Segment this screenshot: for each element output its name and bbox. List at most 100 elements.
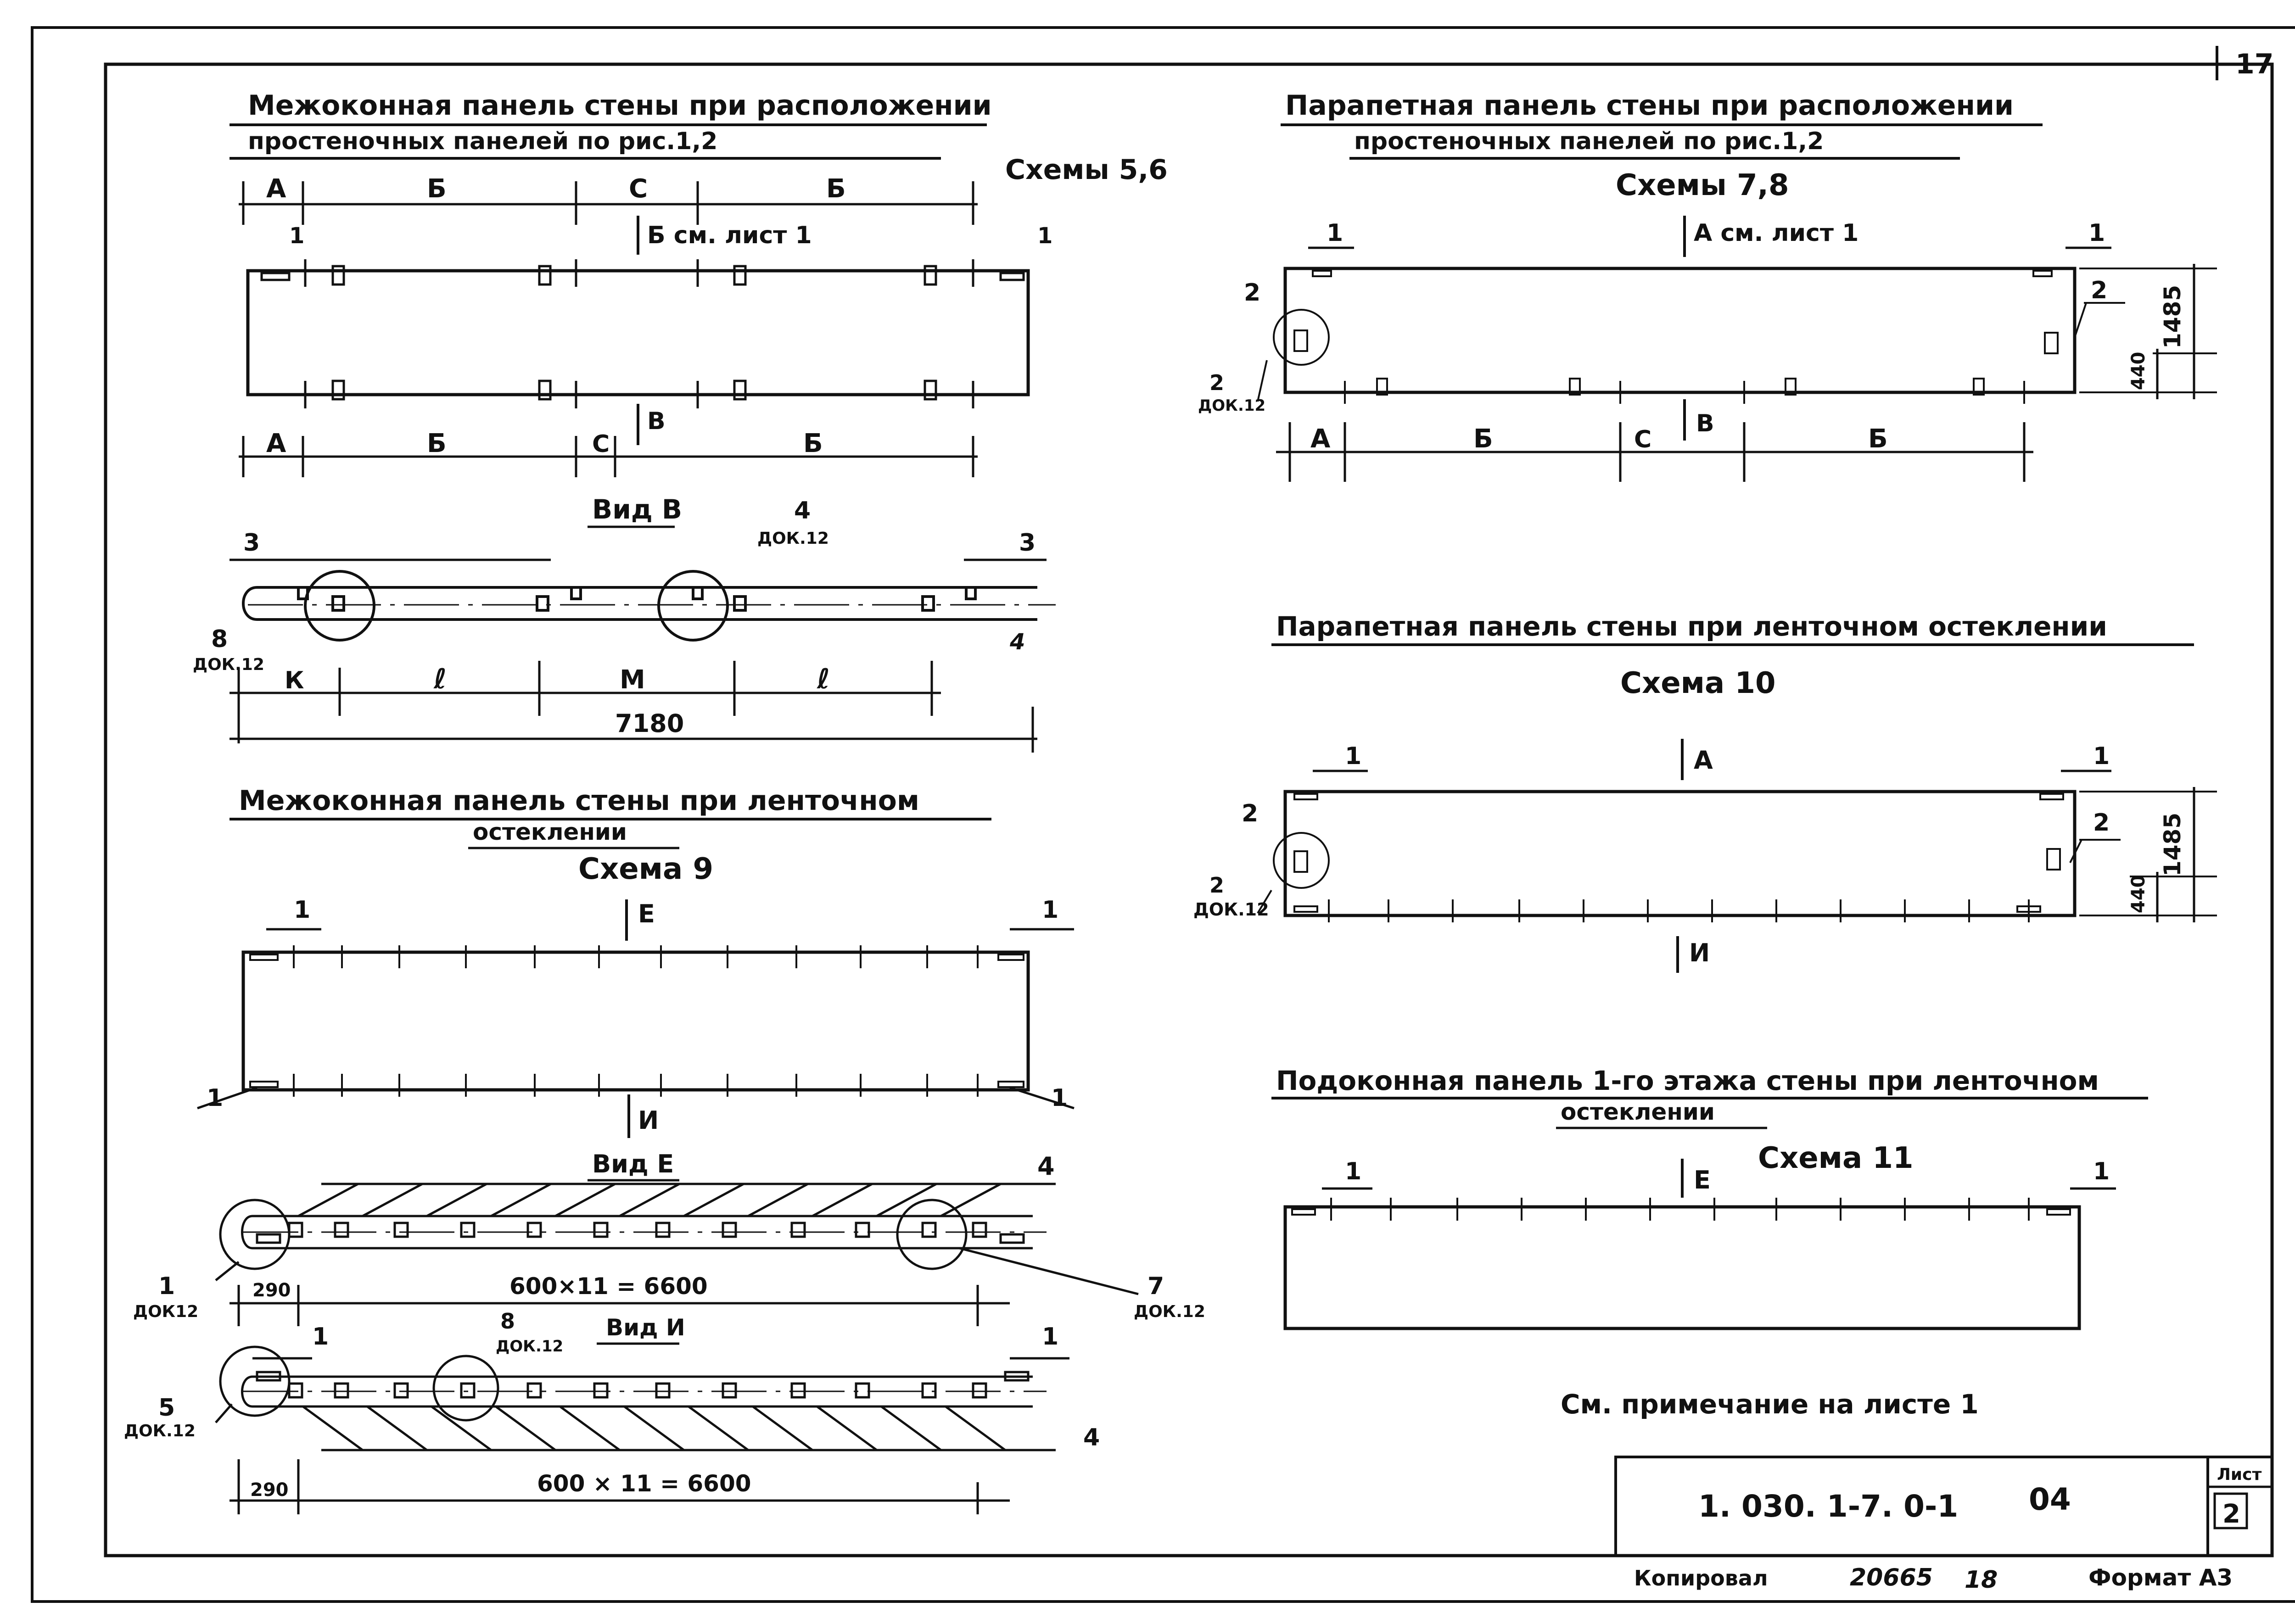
copy-number: 20665 <box>1850 1564 1933 1591</box>
callout-1: 1 <box>294 896 310 924</box>
callout-2: 2 <box>1244 279 1260 307</box>
panel-1-elevation <box>246 269 1030 396</box>
callout-3: 3 <box>1019 529 1036 557</box>
panel-2-embeds <box>249 945 1024 1097</box>
panel-2-elevation <box>241 950 1030 1092</box>
panel-1-header: Межоконная панель стены при расположении… <box>230 89 1168 186</box>
callout-5: 5 <box>158 1394 175 1422</box>
callout-1: 1 <box>207 1084 223 1112</box>
panel-4-elevation <box>1283 790 2077 917</box>
view-e-outline <box>215 1183 1139 1295</box>
panel-3-dims: А Б С Б <box>1276 422 2033 482</box>
panel-4-title: Парапетная панель стены при ленточном ос… <box>1276 611 2107 642</box>
callout-7: 7 <box>1148 1272 1164 1300</box>
panel-2-view-top: Е <box>638 899 655 928</box>
ref-doc12: ДОК.12 <box>1134 1302 1205 1321</box>
panel-4-height-dims: 1485 440 <box>2079 787 2217 922</box>
panel-3-embeds <box>1257 270 2125 404</box>
panel-4-scheme: Схема 10 <box>1620 666 1776 700</box>
panel-1-embeds <box>260 259 1025 408</box>
callout-1: 1 <box>2088 219 2105 247</box>
callout-4: 4 <box>794 497 811 525</box>
dim-height-2: 440 <box>2128 352 2149 391</box>
dim-b: Б <box>427 174 447 204</box>
panel-2-title-1: Межоконная панель стены при ленточном <box>239 785 919 817</box>
callout-8: 8 <box>211 625 228 653</box>
page-number: 17 <box>2235 48 2274 80</box>
ref-doc12: ДОК.12 <box>193 655 264 674</box>
dim-height: 1485 <box>2159 285 2186 349</box>
panel-5-header: Подоконная панель 1-го этажа стены при л… <box>1271 1065 2148 1175</box>
dim-offset: 290 <box>250 1479 289 1501</box>
panel-4-view-top: А <box>1694 746 1713 775</box>
callout-1: 1 <box>158 1272 175 1300</box>
callout-2: 2 <box>2093 809 2110 837</box>
dim-c: С <box>592 430 610 458</box>
dim-a: А <box>266 429 286 458</box>
callout-1: 1 <box>312 1323 329 1351</box>
ref-doc12: ДОК.12 <box>757 529 829 548</box>
panel-3-scheme: Схемы 7,8 <box>1616 168 1789 202</box>
ref-doc12: ДОК12 <box>133 1302 198 1321</box>
panel-5-embeds <box>1291 1198 2071 1221</box>
callout-2: 2 <box>1242 800 1258 827</box>
dim-b: Б <box>1868 424 1888 454</box>
callout-1: 1 <box>1037 223 1052 249</box>
callout-2: 2 <box>1209 370 1224 395</box>
panel-3-header: Парапетная панель стены при расположении… <box>1281 89 2043 202</box>
callout-1: 1 <box>1042 896 1058 924</box>
panel-1-scheme: Схемы 5,6 <box>1005 154 1168 186</box>
callout-1: 1 <box>1051 1084 1068 1112</box>
view-b-dims: К ℓ М ℓ 7180 <box>230 661 1037 753</box>
panel-3-view-bottom: В <box>1696 410 1714 437</box>
callout-2: 2 <box>2091 277 2107 304</box>
callout-1: 1 <box>1327 219 1343 247</box>
panel-3-elevation <box>1283 267 2077 394</box>
callout-1: 1 <box>1345 742 1361 770</box>
ref-doc12: ДОК.12 <box>1198 396 1265 415</box>
panel-2-scheme: Схема 9 <box>578 852 713 886</box>
callout-4: 4 <box>1083 1424 1100 1451</box>
view-i-outline <box>215 1345 1069 1451</box>
panel-4-view-bottom: И <box>1689 938 1710 967</box>
dim-k: К <box>285 667 304 694</box>
panel-1-view-top: Б см. лист 1 <box>647 222 812 249</box>
dim-m: М <box>620 665 645 695</box>
panel-2-title-2: остеклении <box>473 819 627 845</box>
view-b-outline <box>242 570 1056 642</box>
outer-frame <box>31 26 2295 1603</box>
note-text: См. примечание на листе 1 <box>1561 1389 1979 1420</box>
dim-span: 600×11 = 6600 <box>509 1273 708 1300</box>
title-block: 1. 030. 1-7. 0-1 04 Лист 2 <box>1614 1456 2273 1557</box>
callout-1: 1 <box>1345 1158 1361 1185</box>
callout-4: 4 <box>1037 1152 1055 1181</box>
panel-1-dim-bottom: А Б С Б <box>239 429 978 477</box>
panel-3-title-1: Парапетная панель стены при расположении <box>1285 89 2014 122</box>
ref-doc12: ДОК.12 <box>1193 899 1269 920</box>
view-i-title: Вид И <box>606 1314 685 1341</box>
dim-a: А <box>1310 424 1331 454</box>
dim-c: С <box>1634 426 1651 453</box>
panel-3-title-2: простеночных панелей по рис.1,2 <box>1354 128 1824 155</box>
callout-2: 2 <box>1209 873 1224 898</box>
callout-1: 1 <box>1042 1323 1058 1351</box>
dim-b: Б <box>803 429 823 458</box>
dim-span: 600 × 11 = 6600 <box>537 1470 751 1497</box>
view-i-dims: 290 600 × 11 = 6600 <box>230 1459 1010 1514</box>
panel-4-embeds <box>1257 793 2121 922</box>
inner-frame <box>104 62 2274 1557</box>
panel-1-dim-top: А Б С Б <box>239 174 978 225</box>
dim-b: Б <box>826 174 846 204</box>
view-e-dims: 290 600×11 = 6600 <box>230 1273 1010 1326</box>
panel-5-title-2: остеклении <box>1561 1099 1715 1125</box>
dim-offset: 290 <box>252 1280 291 1301</box>
ref-doc12: ДОК.12 <box>496 1337 563 1356</box>
document-issue: 04 <box>2029 1482 2071 1517</box>
panel-5-view-top: Е <box>1694 1166 1711 1194</box>
panel-2-header: Межоконная панель стены при ленточном ос… <box>230 785 991 886</box>
dim-c: С <box>629 174 648 204</box>
panel-5-title-1: Подоконная панель 1-го этажа стены при л… <box>1276 1065 2099 1096</box>
format-label: Формат А3 <box>2088 1564 2233 1591</box>
